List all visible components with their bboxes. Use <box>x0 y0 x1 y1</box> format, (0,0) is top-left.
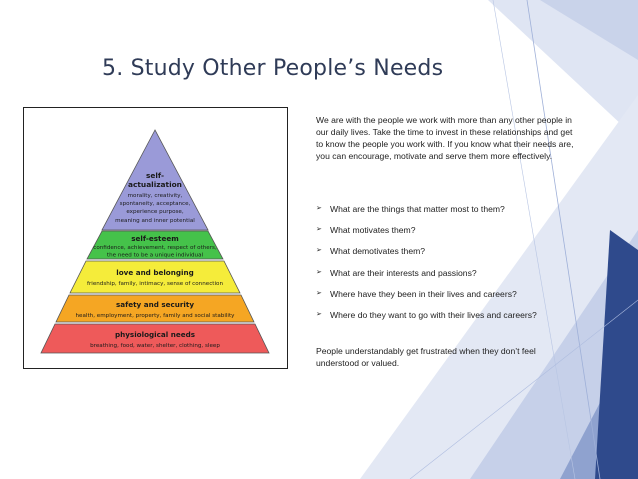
list-item: ➢ Where have they been in their lives and… <box>316 288 578 309</box>
pyramid-desc-line: friendship, family, intimacy, sense of c… <box>87 281 223 287</box>
list-item: ➢ Where do they want to go with their liv… <box>316 309 578 330</box>
pyramid-title-love-belonging: love and belonging <box>116 268 194 277</box>
maslow-pyramid-image: self- actualization morality, creativity… <box>23 107 288 369</box>
pyramid-title-physiological: physiological needs <box>115 330 195 339</box>
pyramid-desc-line: confidence, achievement, respect of othe… <box>93 245 217 251</box>
deco-shape-dark <box>595 230 638 479</box>
intro-text-block: We are with the people we work with more… <box>316 114 578 162</box>
arrow-bullet-icon: ➢ <box>316 205 322 212</box>
list-item-text: What are their interests and passions? <box>330 267 477 278</box>
list-item: ➢ What motivates them? <box>316 224 578 245</box>
pyramid-title-safety-security: safety and security <box>116 300 194 309</box>
pyramid-desc-line: breathing, food, water, shelter, clothin… <box>90 343 220 349</box>
pyramid-level-love-belonging <box>69 260 241 294</box>
pyramid-desc-line: spontaneity, acceptance, <box>120 201 191 207</box>
deco-shape-top-inner <box>540 0 638 60</box>
closing-paragraph: People understandably get frustrated whe… <box>316 346 536 368</box>
maslow-pyramid-graphic: self- actualization morality, creativity… <box>40 129 270 354</box>
arrow-bullet-icon: ➢ <box>316 289 322 297</box>
list-item-text: Where do they want to go with their live… <box>330 309 537 320</box>
list-item-text: What are the things that matter most to … <box>330 204 505 214</box>
pyramid-level-self-esteem <box>86 230 224 260</box>
arrow-bullet-icon: ➢ <box>316 226 322 234</box>
intro-paragraph: We are with the people we work with more… <box>316 115 574 161</box>
question-list: ➢ What are the things that matter most to… <box>316 203 578 330</box>
list-item-text: What demotivates them? <box>330 246 426 257</box>
arrow-bullet-icon: ➢ <box>316 310 322 318</box>
pyramid-level-physiological <box>40 323 270 354</box>
list-item: ➢ What are the things that matter most to… <box>316 203 578 224</box>
arrow-bullet-icon: ➢ <box>316 268 322 276</box>
list-item-text: What motivates them? <box>330 225 416 236</box>
pyramid-desc-line: meaning and inner potential <box>115 218 195 224</box>
slide-title: 5. Study Other People’s Needs <box>102 56 444 81</box>
arrow-bullet-icon: ➢ <box>316 247 322 255</box>
list-item: ➢ What demotivates them? <box>316 245 578 266</box>
pyramid-level-safety-security <box>55 294 255 323</box>
list-item: ➢ What are their interests and passions? <box>316 267 578 288</box>
list-item-text: Where have they been in their lives and … <box>330 288 517 299</box>
pyramid-level-self-actualization <box>101 129 209 231</box>
pyramid-title-self-esteem: self-esteem <box>131 234 178 243</box>
pyramid-desc-line: experience purpose, <box>126 209 184 215</box>
pyramid-title-self-actualization-2: actualization <box>128 180 182 189</box>
pyramid-desc-line: morality, creativity, <box>128 193 183 199</box>
pyramid-title-self-actualization-1: self- <box>146 171 164 180</box>
pyramid-desc-line: health, employment, property, family and… <box>75 313 235 319</box>
pyramid-desc-line: the need to be a unique individual <box>107 253 204 259</box>
